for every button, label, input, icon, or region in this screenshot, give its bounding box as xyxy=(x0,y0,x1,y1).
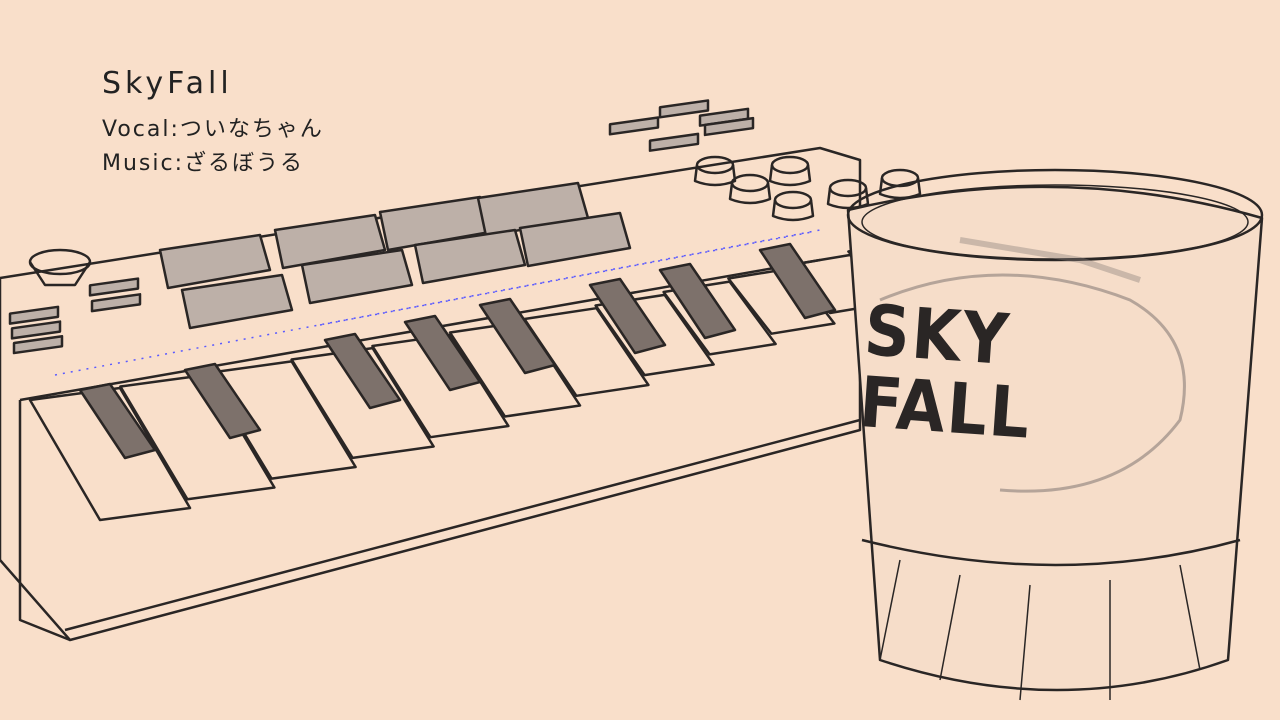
knob-side xyxy=(826,187,870,210)
button xyxy=(10,320,62,340)
vocal-credit: Vocal:ついなちゃん xyxy=(102,117,324,142)
black-key xyxy=(323,332,402,410)
knob-side xyxy=(693,164,737,187)
black-key xyxy=(478,297,557,375)
button xyxy=(8,305,60,325)
knob xyxy=(773,190,813,210)
knob-side xyxy=(878,177,922,200)
black-key xyxy=(758,242,837,320)
white-key xyxy=(119,373,276,501)
song-title: SkyFall xyxy=(102,66,233,101)
knob-side xyxy=(771,199,815,222)
knob-side xyxy=(768,164,812,187)
white-key xyxy=(594,293,715,377)
white-key xyxy=(523,306,650,398)
white-key xyxy=(727,267,836,335)
drum-pad xyxy=(273,213,387,270)
drum-pad xyxy=(180,273,294,330)
music-credit: Music:ざるぼうる xyxy=(102,151,305,176)
knob-side xyxy=(728,182,772,205)
black-key xyxy=(658,262,737,340)
knob xyxy=(770,155,810,175)
black-key xyxy=(588,277,667,355)
black-key xyxy=(183,362,262,440)
button xyxy=(12,335,64,355)
white-key xyxy=(662,280,777,356)
glass-drawing xyxy=(846,168,1264,701)
black-key xyxy=(403,314,482,392)
knob xyxy=(730,173,770,193)
white-key xyxy=(206,360,357,480)
black-key xyxy=(78,382,157,460)
song-credits: SkyFall Vocal:ついなちゃん Music:ざるぼうる xyxy=(102,66,324,181)
glass-label-fall: FALL xyxy=(856,361,1035,455)
button xyxy=(90,293,142,313)
drum-pad xyxy=(413,228,527,285)
button xyxy=(608,116,660,136)
button xyxy=(648,132,700,152)
drum-pad xyxy=(300,248,414,305)
drum-pad xyxy=(518,211,632,268)
glass-label: SKY FALL xyxy=(856,289,1039,455)
midi-keyboard-drawing xyxy=(0,99,944,642)
button xyxy=(703,116,755,137)
drum-pad xyxy=(158,233,272,290)
button xyxy=(658,99,710,119)
button xyxy=(88,277,140,297)
